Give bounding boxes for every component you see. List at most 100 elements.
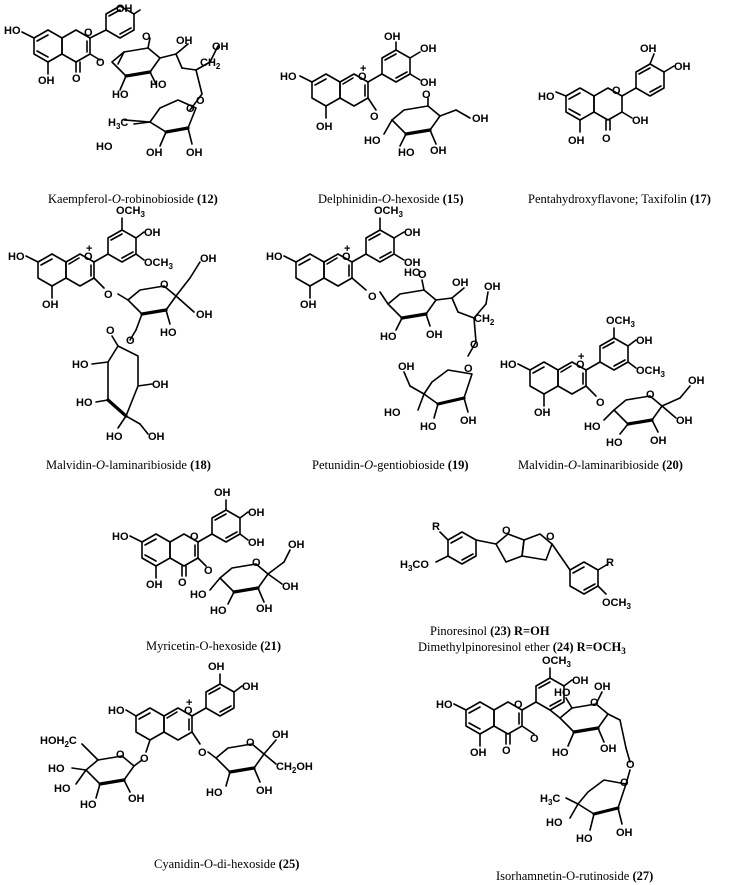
label-ho-left: HO bbox=[280, 71, 297, 83]
label-ho-sugar2: HO bbox=[150, 79, 167, 91]
label-oh-top: OH bbox=[208, 661, 225, 673]
caption-taxifolin: Pentahydroxyflavone; Taxifolin (17) bbox=[528, 192, 711, 206]
label-oh-sugar: OH bbox=[196, 309, 213, 321]
label-furan-o1: O bbox=[502, 525, 511, 537]
label-link-o: O bbox=[470, 339, 479, 351]
label-plus: + bbox=[186, 697, 192, 709]
label-ho-s1c: HO bbox=[80, 799, 97, 811]
caption-dimethylpinoresinol: Dimethylpinoresinol ether (24) R=OCH3 bbox=[418, 640, 626, 656]
label-glycosidic-o: O bbox=[368, 291, 377, 303]
label-oh-top3: OH bbox=[484, 281, 501, 293]
caption-kaempferol: Kaempferol-O-robinobioside (12) bbox=[48, 192, 218, 206]
label-plus: + bbox=[86, 243, 92, 255]
label-oh-top: OH bbox=[116, 3, 133, 15]
label-hoh2c: HOH2C bbox=[40, 735, 77, 749]
label-link-o: O bbox=[196, 95, 205, 107]
label-ch2: CH2 bbox=[474, 313, 495, 327]
label-sugar2-o: O bbox=[246, 737, 255, 749]
label-pyrylium-o: O bbox=[184, 705, 193, 717]
label-ring-o: O bbox=[190, 531, 199, 543]
label-oh-right1: OH bbox=[420, 43, 437, 55]
label-oh-3: OH bbox=[632, 115, 649, 127]
label-h3c: H3C bbox=[540, 793, 560, 807]
label-oh-ch2: OH bbox=[472, 113, 489, 125]
structure-kaempferol-robinobioside: OH HO O OH O O O OH HO HO OH CH2 O O H3C… bbox=[4, 3, 229, 159]
label-oh-top: OH bbox=[214, 487, 231, 499]
label-sugar1-o: O bbox=[116, 749, 125, 761]
label-oh-s1: OH bbox=[128, 793, 145, 805]
label-oh-right: OH bbox=[572, 675, 589, 687]
label-ho-sugar2: HO bbox=[398, 147, 415, 159]
label-oh-sugar: OH bbox=[426, 329, 443, 341]
label-carbonyl-o: O bbox=[72, 73, 81, 85]
label-ho-glc: HO bbox=[554, 687, 571, 699]
label-oh-sugar2: OH bbox=[256, 603, 273, 615]
label-glycosidic-o: O bbox=[96, 57, 105, 69]
label-oh-5: OH bbox=[42, 299, 59, 311]
label-oh-right: OH bbox=[674, 61, 691, 73]
label-ho-left: HO bbox=[500, 359, 517, 371]
label-oh-right: OH bbox=[636, 335, 653, 347]
label-och3-bottom: OCH3 bbox=[636, 365, 665, 379]
label-oh-5: OH bbox=[470, 747, 487, 759]
label-oh-right2: OH bbox=[248, 537, 265, 549]
label-oh-s2b: OH bbox=[256, 785, 273, 797]
label-5-o: O bbox=[140, 753, 149, 765]
label-oh-sugar: OH bbox=[676, 415, 693, 427]
label-3-o: O bbox=[198, 747, 207, 759]
label-oh-5: OH bbox=[300, 299, 317, 311]
structure-myricetin-hexoside: OH OH OH HO O OH O O O OH OH HO HO OH bbox=[112, 487, 305, 617]
label-r-left: R bbox=[432, 521, 440, 533]
label-ho-s1: HO bbox=[48, 763, 65, 775]
label-och3-bottom: OCH3 bbox=[144, 257, 173, 271]
label-sugar2-o: O bbox=[464, 363, 473, 375]
label-ho-rha: HO bbox=[546, 817, 563, 829]
label-ho-sugar: HO bbox=[584, 421, 601, 433]
label-pyrylium-o: O bbox=[358, 71, 367, 83]
label-oh-5: OH bbox=[38, 75, 55, 87]
label-rha-o: O bbox=[186, 103, 195, 115]
label-ch2oh: CH2OH bbox=[276, 761, 313, 775]
label-oh-sugar3: OH bbox=[212, 41, 229, 53]
label-oh-5: OH bbox=[534, 407, 551, 419]
label-och3-top: OCH3 bbox=[116, 205, 145, 219]
label-furan-o2: O bbox=[546, 531, 555, 543]
label-ho-sugar2: HO bbox=[210, 605, 227, 617]
label-ho-left: HO bbox=[266, 251, 283, 263]
label-oh-5: OH bbox=[146, 579, 163, 591]
label-r-right: R bbox=[606, 557, 614, 569]
label-oh-top: OH bbox=[384, 31, 401, 43]
label-ho-rha2: HO bbox=[576, 833, 593, 845]
label-oh-ch2: OH bbox=[688, 375, 705, 387]
label-plus: + bbox=[344, 243, 350, 255]
label-ho-top: HO bbox=[404, 267, 421, 279]
label-ho-sugar2: HO bbox=[72, 359, 89, 371]
label-pyrylium-o: O bbox=[342, 251, 351, 263]
label-link-o: O bbox=[626, 759, 635, 771]
label-oh-sugar2: OH bbox=[152, 379, 169, 391]
label-oh-right: OH bbox=[242, 681, 259, 693]
label-ho-left: HO bbox=[538, 91, 555, 103]
label-oh-rha: OH bbox=[616, 827, 633, 839]
label-ho-left: HO bbox=[8, 251, 25, 263]
label-sugar-o: O bbox=[160, 279, 169, 291]
label-oh-ch2: OH bbox=[288, 539, 305, 551]
caption-myricetin: Myricetin-O-hexoside (21) bbox=[146, 639, 281, 653]
label-sugar-o: O bbox=[418, 269, 427, 281]
label-oh-rha2: OH bbox=[186, 147, 203, 159]
label-ho-left: HO bbox=[112, 531, 129, 543]
label-glycosidic-o: O bbox=[204, 565, 213, 577]
label-glc-o: O bbox=[590, 697, 599, 709]
structure-cyanidin-dihexoside: OH OH HO O + O O O HOH2C HO HO HO OH O O… bbox=[40, 661, 313, 811]
label-ring-o: O bbox=[612, 85, 621, 97]
label-ho-s2: HO bbox=[206, 787, 223, 799]
label-ho-sugar: HO bbox=[112, 89, 129, 101]
label-oh-right2: OH bbox=[404, 257, 421, 269]
label-plus: + bbox=[578, 351, 584, 363]
label-oh-right2: OH bbox=[420, 77, 437, 89]
label-och3-top: OCH3 bbox=[542, 655, 571, 669]
label-ho-left: HO bbox=[4, 25, 21, 37]
label-h3co: H3CO bbox=[400, 559, 429, 573]
label-oh-sugar: OH bbox=[430, 145, 447, 157]
